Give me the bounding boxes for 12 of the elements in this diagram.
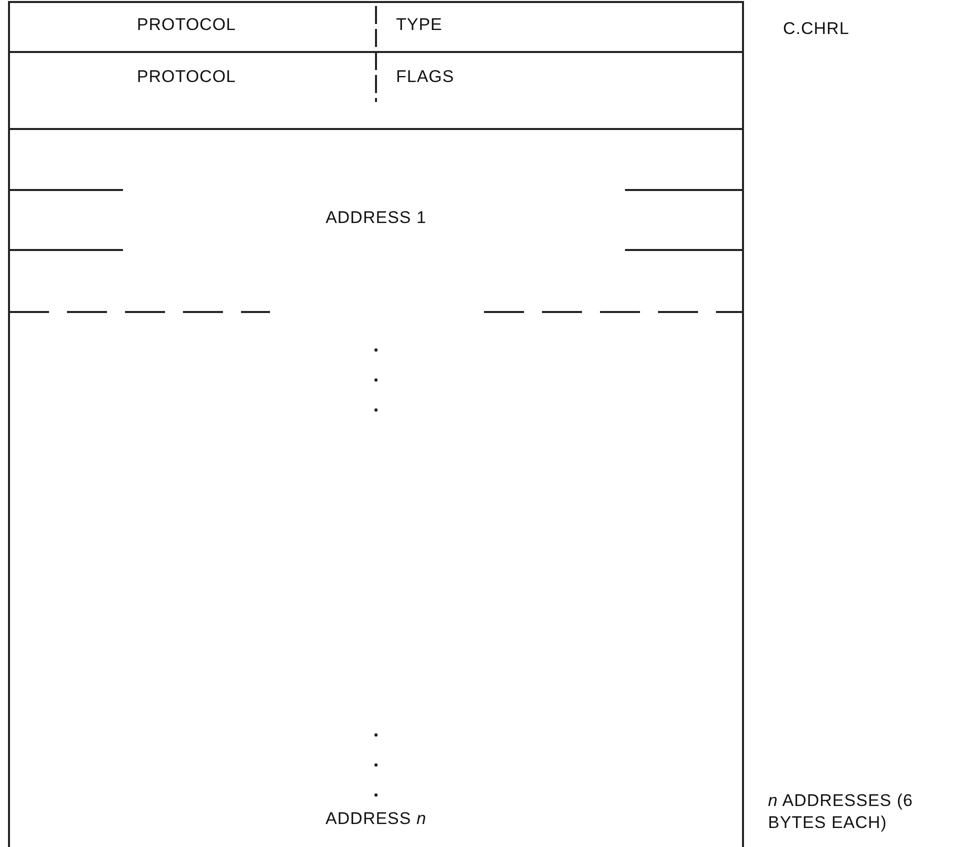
address-label: ADDRESS 1 (324, 208, 428, 228)
side-note: n ADDRESSES (6 BYTES EACH) (768, 790, 914, 834)
address-label: ADDRESS n (324, 809, 428, 829)
side-note: C.CHRL (783, 18, 850, 40)
field-label: FLAGS (396, 67, 454, 87)
address-block (8, 313, 744, 847)
field-label: PROTOCOL (136, 67, 236, 87)
field-label: PROTOCOL (136, 15, 236, 35)
field-row (8, 1, 744, 53)
address-block (8, 128, 744, 313)
field-row (8, 51, 744, 130)
field-label: TYPE (396, 15, 442, 35)
